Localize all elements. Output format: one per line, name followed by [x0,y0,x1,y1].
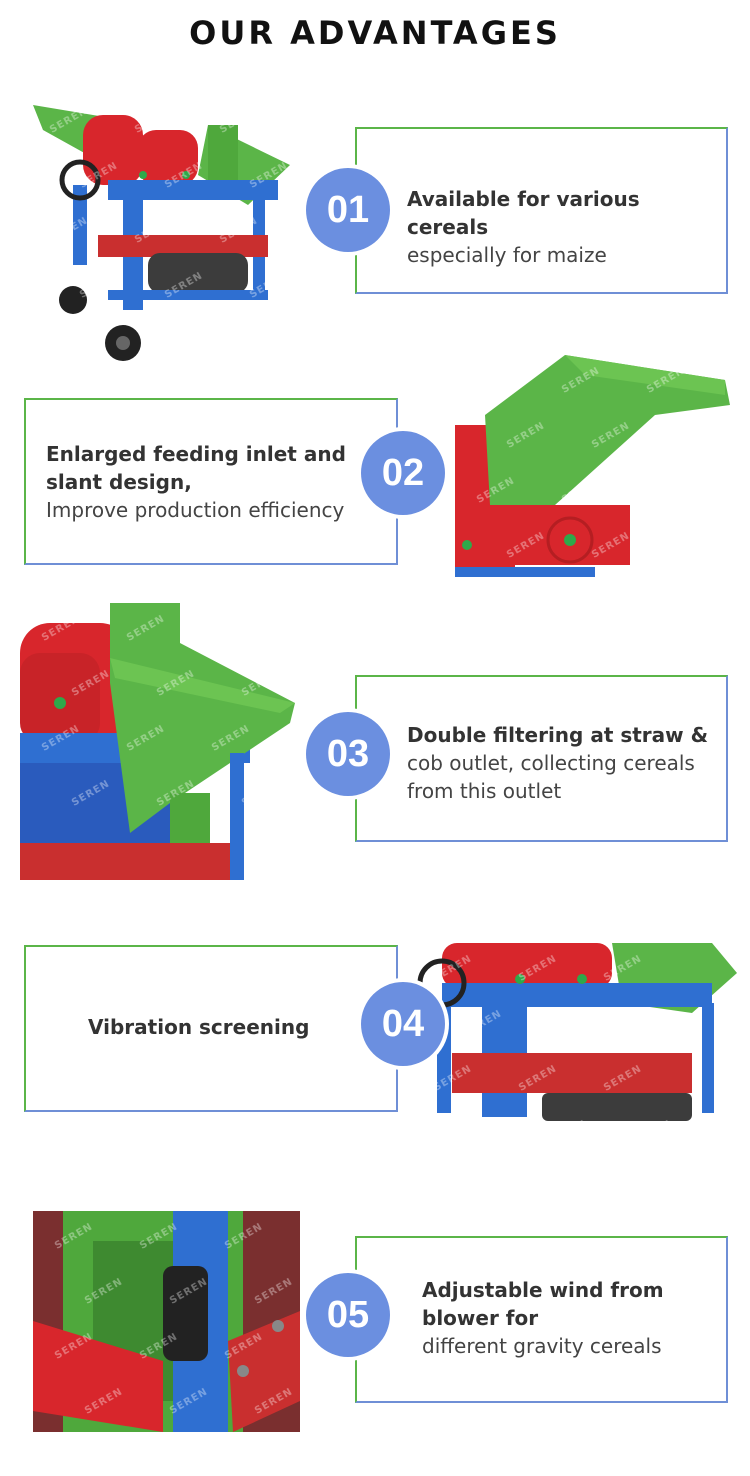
advantage-05-desc: different gravity cereals [422,1334,662,1358]
advantage-card-04: Vibration screening [24,945,398,1112]
advantage-05-title: Adjustable wind from blower for [422,1278,664,1330]
advantage-card-03: Double filtering at straw & cob outlet, … [355,675,728,842]
advantage-01-title: Available for various cereals [407,187,640,239]
thresher-illustration [33,105,290,361]
advantage-01-desc: especially for maize [407,243,607,267]
number-badge-05: 05 [306,1273,390,1357]
feeding-inlet-illustration [455,355,730,577]
advantage-card-05: Adjustable wind from blower for differen… [355,1236,728,1403]
number-badge-01: 01 [306,168,390,252]
advantage-card-02: Enlarged feeding inlet and slant design,… [24,398,398,565]
number-badge-02: 02 [361,431,445,515]
advantage-03-title: Double filtering at straw & [407,723,709,747]
advantage-04-title: Vibration screening [88,1015,310,1039]
number-badge-03: 03 [306,712,390,796]
vibration-screen-illustration [417,943,737,1121]
blower-illustration [33,1211,300,1432]
page-title: OUR ADVANTAGES [189,14,561,52]
number-badge-04: 04 [361,982,445,1066]
advantage-02-title: Enlarged feeding inlet and slant design, [46,442,346,494]
outlet-illustration [20,603,300,880]
advantage-02-desc: Improve production efficiency [46,498,345,522]
advantage-card-01: Available for various cereals especially… [355,127,728,294]
advantage-03-desc: cob outlet, collecting cereals from this… [407,751,695,803]
